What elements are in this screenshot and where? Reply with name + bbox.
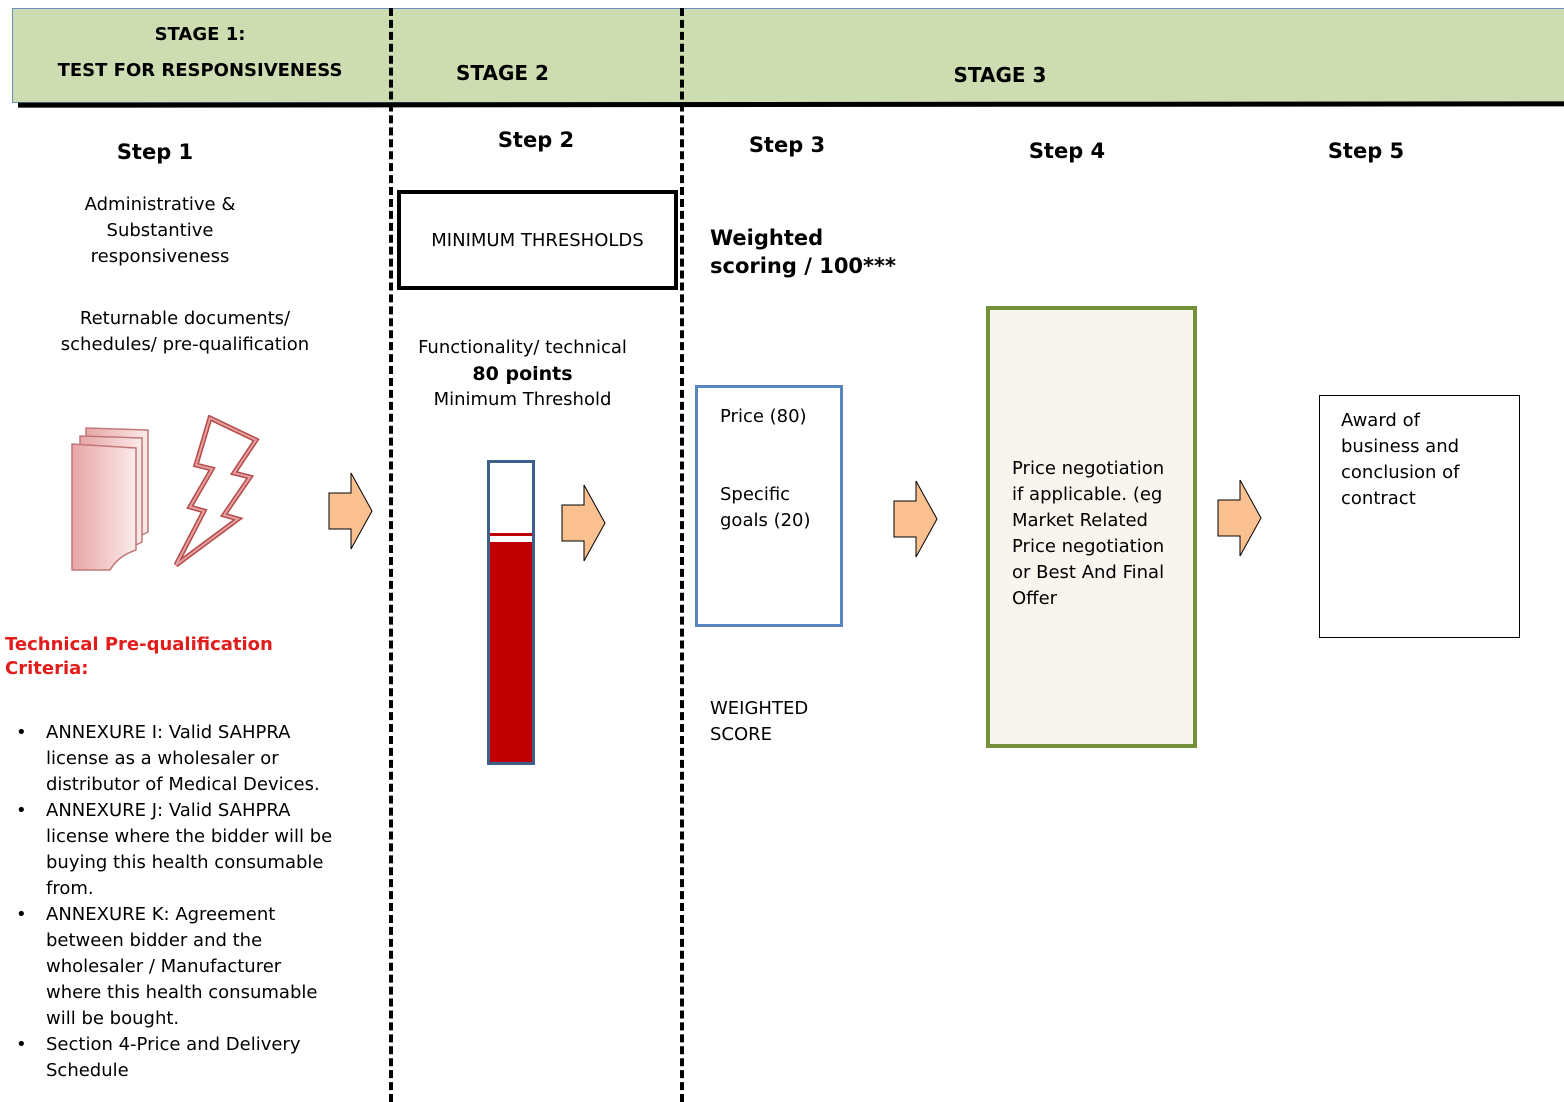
criteria-line: Schedule	[46, 1060, 129, 1081]
criteria-line: from.	[46, 878, 94, 899]
criteria-title-line-1: Technical Pre-qualification	[5, 634, 273, 655]
documents-stack-icon	[71, 427, 149, 571]
criteria-line: wholesaler / Manufacturer	[46, 956, 282, 977]
criteria-line: ANNEXURE I: Valid SAHPRA	[46, 722, 291, 743]
responsiveness-text: Administrative & Substantive responsiven…	[40, 192, 280, 270]
right-arrow-icon	[328, 472, 373, 550]
step3-label: Step 3	[748, 133, 826, 157]
step5-label: Step 5	[1327, 139, 1405, 163]
criteria-line: will be bought.	[46, 1008, 180, 1029]
criteria-line: ANNEXURE K: Agreement	[46, 904, 276, 925]
weighted-scoring-title: Weighted scoring / 100***	[710, 224, 896, 280]
lightning-bolt-icon	[173, 415, 260, 568]
returnable-docs-text: Returnable documents/ schedules/ pre-qua…	[30, 306, 340, 358]
func-line-3: Minimum Threshold	[433, 389, 612, 410]
criteria-line: license where the bidder will be	[46, 826, 333, 847]
docs-line-2: schedules/ pre-qualification	[60, 334, 310, 355]
award-box: Award of business and conclusion of cont…	[1319, 395, 1520, 638]
resp-line-3: responsiveness	[90, 246, 230, 267]
goals-line-1: Specific	[720, 484, 791, 505]
stage2-label: STAGE 2	[456, 61, 549, 85]
stage3-label: STAGE 3	[953, 63, 1047, 87]
weighted-line-2: SCORE	[710, 724, 773, 745]
criteria-item: Section 4-Price and Delivery Schedule	[16, 1032, 396, 1084]
criteria-item: ANNEXURE J: Valid SAHPRA license where t…	[16, 798, 396, 902]
criteria-line: buying this health consumable	[46, 852, 324, 873]
threshold-bar	[487, 460, 535, 765]
criteria-line: license as a wholesaler or	[46, 748, 279, 769]
resp-line-1: Administrative &	[84, 194, 236, 215]
stage2-divider	[680, 8, 684, 1102]
criteria-line: ANNEXURE J: Valid SAHPRA	[46, 800, 291, 821]
resp-line-2: Substantive	[106, 220, 214, 241]
func-line-1: Functionality/ technical	[418, 337, 627, 358]
minimum-thresholds-box: MINIMUM THRESHOLDS	[397, 190, 678, 290]
weighted-score-label: WEIGHTED SCORE	[710, 696, 808, 748]
negotiation-line: Price negotiation	[1012, 536, 1165, 557]
threshold-bar-marker	[490, 533, 532, 536]
func-points: 80 points	[472, 363, 573, 385]
stage1-label-line2: TEST FOR RESPONSIVENESS	[57, 60, 343, 81]
stage1-label-line1: STAGE 1:	[154, 24, 246, 45]
stage1-divider	[389, 8, 393, 1102]
criteria-line: distributor of Medical Devices.	[46, 774, 320, 795]
criteria-title: Technical Pre-qualification Criteria:	[5, 633, 325, 681]
award-line: contract	[1341, 488, 1416, 509]
banner-underline	[18, 101, 1564, 108]
weighted-title-line-1: Weighted	[710, 226, 824, 250]
docs-line-1: Returnable documents/	[79, 308, 291, 329]
criteria-item: ANNEXURE K: Agreement between bidder and…	[16, 902, 396, 1032]
criteria-line: Section 4-Price and Delivery	[46, 1034, 301, 1055]
step4-label: Step 4	[1028, 139, 1106, 163]
weighted-title-line-2: scoring / 100***	[710, 254, 896, 278]
negotiation-line: Offer	[1012, 588, 1058, 609]
negotiation-line: Market Related	[1012, 510, 1148, 531]
criteria-item: ANNEXURE I: Valid SAHPRA license as a wh…	[16, 720, 396, 798]
price-weight: Price (80)	[720, 406, 807, 427]
right-arrow-icon	[893, 480, 938, 558]
negotiation-line: if applicable. (eg	[1012, 484, 1163, 505]
award-line: business and	[1341, 436, 1460, 457]
goals-line-2: goals (20)	[720, 510, 811, 531]
step1-label: Step 1	[116, 140, 194, 164]
score-breakdown-box: Price (80) Specific goals (20)	[695, 385, 843, 627]
award-line: Award of	[1341, 410, 1420, 431]
negotiation-line: Price negotiation	[1012, 458, 1165, 479]
criteria-line: between bidder and the	[46, 930, 263, 951]
step2-label: Step 2	[497, 128, 575, 152]
threshold-bar-fill	[490, 542, 532, 762]
criteria-line: where this health consumable	[46, 982, 318, 1003]
criteria-list: ANNEXURE I: Valid SAHPRA license as a wh…	[8, 720, 396, 1084]
price-negotiation-box: Price negotiation if applicable. (eg Mar…	[986, 306, 1197, 748]
negotiation-line: or Best And Final	[1012, 562, 1165, 583]
right-arrow-icon	[561, 484, 606, 562]
stage-banner	[12, 8, 1564, 103]
award-line: conclusion of	[1341, 462, 1460, 483]
functionality-text: Functionality/ technical 80 points Minim…	[400, 335, 645, 413]
criteria-title-line-2: Criteria:	[5, 658, 89, 679]
weighted-line-1: WEIGHTED	[710, 698, 809, 719]
right-arrow-icon	[1217, 479, 1262, 557]
